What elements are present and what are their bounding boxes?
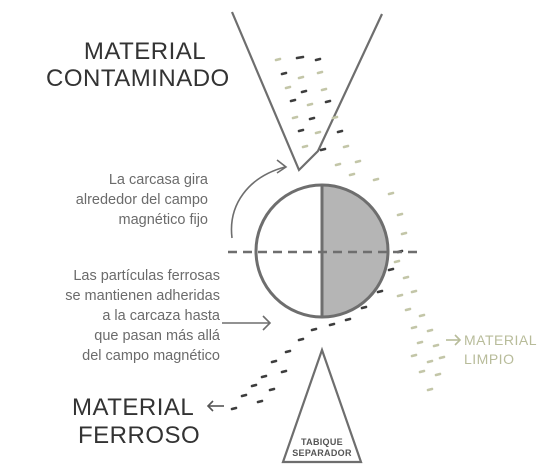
contaminated-line-1: MATERIAL [83,38,207,65]
rotation-note: La carcasa gira alrededor del campo magn… [40,170,208,230]
particles-note-line-3: a la carcaza hasta [102,308,220,324]
particles-note-line-2: se mantienen adheridas [65,288,220,304]
hopper-particles [274,55,350,152]
particles-note-line-4: que pasan más allá [94,328,220,344]
particles-note: Las partículas ferrosas se mantienen adh… [10,266,220,366]
clean-particles [334,159,446,392]
ferrous-arrow-head [206,400,214,412]
rotation-note-line-1: La carcasa gira [108,172,208,188]
rotation-arrow [230,166,286,239]
ferrous-label: MATERIAL [72,393,194,422]
rotation-arrow-head [276,159,288,174]
clean-line-1: MATERIAL [464,332,537,348]
ferrous-line-1: MATERIAL [72,394,195,421]
separator-wedge [281,346,363,464]
contaminated-label: MATERIAL [70,38,220,66]
rotation-note-line-2: alrededor del campo [75,192,208,208]
contaminated-label-2: CONTAMINADO [46,65,230,93]
separator-line-1: TABIQUE [301,437,343,447]
clean-label: MATERIAL LIMPIO [464,331,537,369]
ferrous-label-2: FERROSO [78,421,200,450]
separator-label: TABIQUE SEPARADOR [282,437,362,459]
ferrous-line-2: FERROSO [78,422,201,449]
hopper-funnel [230,11,383,172]
clean-line-2: LIMPIO [464,351,515,367]
particles-note-line-5: del campo magnético [82,348,220,364]
particles-note-line-1: Las partículas ferrosas [73,268,220,284]
separator-line-2: SEPARADOR [292,448,352,458]
contaminated-line-2: CONTAMINADO [46,65,230,92]
clean-arrow-head [454,334,462,346]
rotation-note-line-3: magnético fijo [118,212,208,228]
particles-arrow-head [262,315,272,331]
